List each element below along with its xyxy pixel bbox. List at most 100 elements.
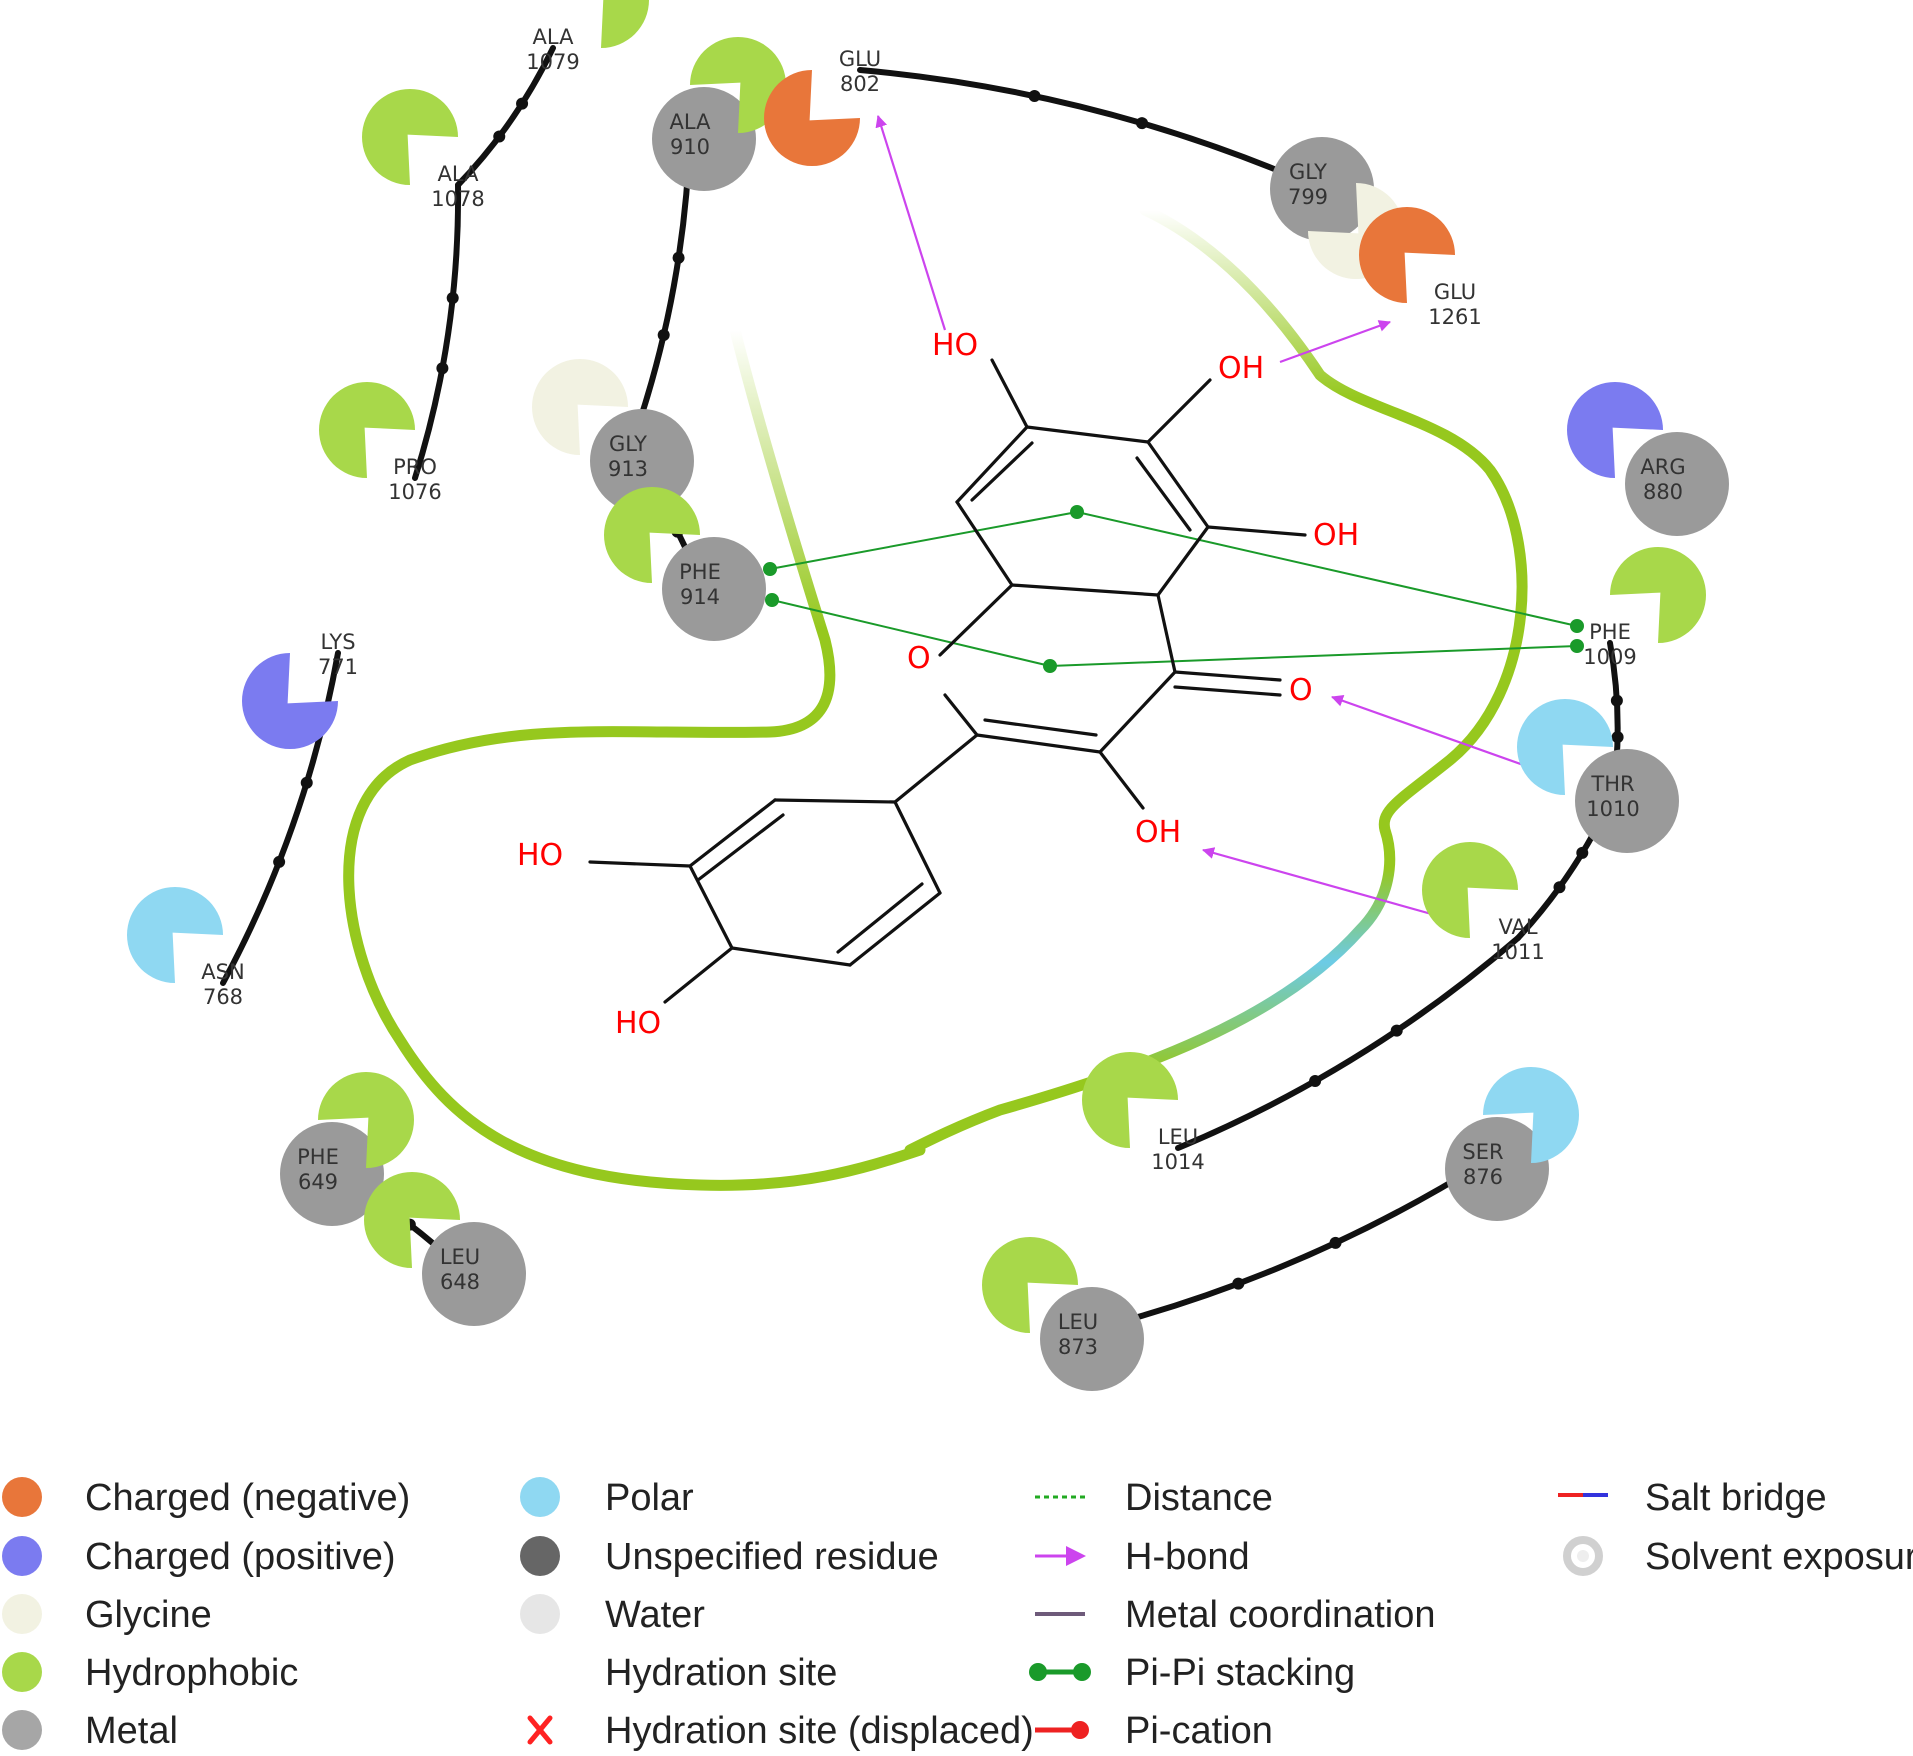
- atom-ho-left: HO: [517, 838, 563, 873]
- atom-ho-lower: HO: [615, 1006, 661, 1041]
- hydrophobic-residue-icon: [1082, 1052, 1178, 1148]
- residue-name: GLY: [609, 432, 647, 456]
- polar-residue-icon: [1483, 1067, 1579, 1163]
- atom-ho-top: HO: [932, 328, 978, 363]
- legend-label: Hydration site: [605, 1652, 837, 1694]
- solvent-exposure-shadow: [590, 409, 694, 513]
- backbone-dot: [1329, 1236, 1342, 1249]
- backbone-dot: [300, 776, 313, 789]
- pipi-centroid-c: [1043, 659, 1057, 673]
- solvent-exposure-shadow: [1625, 432, 1729, 536]
- residue-name: ALA: [438, 162, 480, 186]
- residue-number: 1011: [1491, 940, 1544, 964]
- pipi-end-phe914-a: [763, 562, 777, 576]
- legend-label: Pi-cation: [1125, 1710, 1273, 1752]
- residue-name: LYS: [320, 630, 355, 654]
- residue-number: 649: [298, 1170, 338, 1194]
- hydrophobic-residue-icon: [690, 37, 786, 133]
- hbond-icon: [1035, 1546, 1086, 1566]
- legend-label: Unspecified residue: [605, 1536, 939, 1578]
- residue-name: PRO: [393, 455, 437, 479]
- hbond-ho-glu802: [875, 115, 947, 331]
- residue-number: 771: [318, 655, 358, 679]
- pipi-end-phe1009-c: [1570, 639, 1584, 653]
- hydrophobic-residue-icon: [364, 1172, 460, 1268]
- legend-label: Charged (negative): [85, 1477, 410, 1519]
- backbone-dot: [1610, 694, 1623, 707]
- residue-name: GLU: [839, 47, 881, 71]
- legend-label: Hydration site (displaced): [605, 1710, 1034, 1752]
- residue-number: 1078: [431, 187, 484, 211]
- pipi-end-phe1009-a: [1570, 619, 1584, 633]
- charged-positive-residue-icon: [1567, 382, 1663, 478]
- hydration-displaced-icon: [527, 1715, 553, 1745]
- hydrophobic-icon: [2, 1652, 42, 1692]
- backbone-dot: [1611, 731, 1624, 744]
- legend-col-2: Polar Unspecified residue Water Hydratio…: [520, 1477, 1034, 1752]
- pipi-phe914-ring-a: [769, 511, 1078, 570]
- backbone-ala1079-ala1078: [455, 45, 556, 188]
- legend-label: Pi-Pi stacking: [1125, 1652, 1355, 1694]
- backbone-dot: [1390, 1024, 1403, 1037]
- residue-name: LEU: [1058, 1310, 1098, 1334]
- legend-label: Glycine: [85, 1594, 212, 1636]
- hydrophobic-residue-icon: [553, 0, 649, 48]
- polar-icon: [520, 1477, 560, 1517]
- residue-number: 1076: [388, 480, 441, 504]
- polar-residue-icon: [1517, 699, 1613, 795]
- metal-icon: [2, 1710, 42, 1750]
- backbone-dot: [436, 362, 449, 375]
- legend-label: Distance: [1125, 1477, 1273, 1519]
- backbone-glu802-gly799: [857, 67, 1311, 186]
- legend-col-3: Distance H-bond Metal coordination Pi-Pi…: [1029, 1477, 1436, 1752]
- backbone-val1011-leu1014: [1175, 935, 1521, 1151]
- residue-name: LEU: [440, 1245, 480, 1269]
- residue-number: 880: [1643, 480, 1683, 504]
- pipi-ring-a-phe1009: [1076, 511, 1578, 627]
- residue-number: 910: [670, 135, 710, 159]
- solvent-exposure-icon: [1563, 1536, 1603, 1576]
- water-icon: [520, 1594, 560, 1634]
- residue-name: VAL: [1498, 915, 1537, 939]
- charged-positive-residue-icon: [242, 653, 338, 749]
- residue-name: THR: [1590, 772, 1634, 796]
- residue-name: ARG: [1640, 455, 1685, 479]
- backbone-lys771-asn768: [220, 650, 341, 986]
- pipi-ring-c-phe1009: [1049, 645, 1578, 667]
- solvent-exposure-shadow: [1040, 1287, 1144, 1391]
- residue-number: 913: [608, 457, 648, 481]
- residue-name: LEU: [1158, 1125, 1198, 1149]
- legend-label: Charged (positive): [85, 1536, 395, 1578]
- residue-name: PHE: [297, 1145, 339, 1169]
- hydrophobic-residue-icon: [362, 89, 458, 185]
- backbone-dot: [1309, 1075, 1322, 1088]
- residue-name: ALA: [670, 110, 712, 134]
- legend-label: Metal coordination: [1125, 1594, 1436, 1636]
- hydrophobic-residue-icon: [1610, 547, 1706, 643]
- backbone-dot: [1553, 881, 1566, 894]
- backbone-dot: [273, 855, 286, 868]
- residue-number: 914: [680, 585, 720, 609]
- hbond-arrows: [875, 115, 1561, 924]
- residue-number: 1079: [526, 50, 579, 74]
- atom-o-ring: O: [907, 641, 931, 676]
- backbone-dot: [1232, 1277, 1245, 1290]
- pipi-phe914-ring-c: [771, 599, 1051, 667]
- residue-name: ALA: [533, 25, 575, 49]
- backbone-dot: [516, 97, 529, 110]
- residue-number: 876: [1463, 1165, 1503, 1189]
- legend-col-4: Salt bridge Solvent exposure: [1558, 1477, 1913, 1578]
- atom-o-carbonyl: O: [1289, 673, 1313, 708]
